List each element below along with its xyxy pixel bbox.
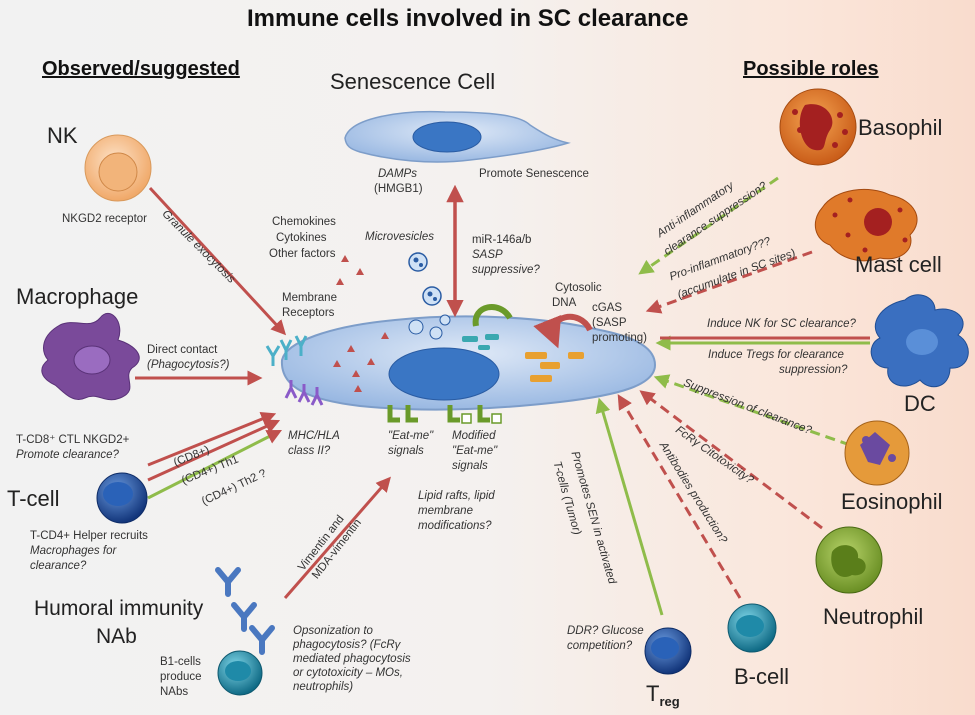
cgas-label-1: cGAS bbox=[592, 302, 623, 314]
mir-label-2: SASP bbox=[472, 249, 503, 261]
ddr-label-2: competition? bbox=[567, 640, 633, 652]
tcd4-label-3: clearance? bbox=[30, 560, 87, 572]
cytosolic-label: Cytosolic bbox=[555, 282, 602, 294]
senescence-cell-label: Senescence Cell bbox=[330, 69, 496, 94]
cgas-curve-icon bbox=[533, 313, 593, 349]
ddr-label-1: DDR? Glucose bbox=[567, 625, 644, 637]
bcell-label: B-cell bbox=[734, 664, 790, 689]
induce-treg-label-1: Induce Tregs for clearance bbox=[708, 349, 844, 361]
th2-arrow bbox=[147, 429, 283, 500]
induce-treg-label-2: suppression? bbox=[779, 364, 848, 376]
header-possible-roles: Possible roles bbox=[743, 58, 879, 80]
lipid-label-2: membrane bbox=[418, 505, 473, 517]
neutrophil-label: Neutrophil bbox=[823, 604, 924, 629]
basophil-icon bbox=[779, 88, 857, 166]
other-factors-label: Other factors bbox=[269, 248, 336, 260]
macrophage-label: Macrophage bbox=[16, 284, 139, 309]
eosinophil-icon bbox=[844, 420, 910, 486]
mastcell-arrow bbox=[645, 250, 813, 314]
membrane-label-1: Membrane bbox=[282, 292, 337, 304]
nk-cell-icon bbox=[84, 134, 152, 202]
eosinophil-label: Eosinophil bbox=[841, 489, 943, 514]
damps-label-1: DAMPs bbox=[378, 168, 417, 180]
opsonization-label-2: phagocytosis? (FcRγ bbox=[293, 639, 401, 651]
neutrophil-icon bbox=[815, 526, 883, 594]
damps-label-2: (HMGB1) bbox=[374, 183, 423, 195]
microvesicles-icons bbox=[408, 252, 442, 306]
nkgd2-label: NKGD2 receptor bbox=[62, 213, 148, 225]
b1-cell-icon bbox=[217, 650, 263, 696]
mast-cell-icon bbox=[814, 188, 918, 262]
eatme-label-2: signals bbox=[388, 445, 424, 457]
eatme-label-1: "Eat-me" bbox=[388, 430, 434, 442]
humoral-label: Humoral immunity bbox=[34, 597, 204, 620]
dc-label: DC bbox=[904, 391, 936, 416]
mir-label-3: suppressive? bbox=[472, 264, 540, 276]
cgas-label-2: (SASP bbox=[592, 317, 627, 329]
b1-label-3: NAbs bbox=[160, 686, 189, 698]
tcd8-label-2: Promote clearance? bbox=[16, 449, 119, 461]
eat-me-signals bbox=[387, 405, 502, 424]
dc-icon bbox=[870, 294, 969, 388]
sasp-curve-icon bbox=[472, 304, 513, 327]
cd8-arrow bbox=[147, 411, 277, 467]
lipid-label-3: modifications? bbox=[418, 520, 492, 532]
modified-label-1: Modified bbox=[452, 430, 496, 442]
treg-icon bbox=[644, 627, 692, 675]
nk-arrow bbox=[148, 186, 287, 336]
dna-label: DNA bbox=[552, 297, 577, 309]
tcd4-label-1: T-CD4+ Helper recruits bbox=[30, 530, 148, 542]
treg-label: Treg bbox=[646, 681, 680, 709]
nab-label: NAb bbox=[96, 625, 137, 648]
tcd4-label-2: Macrophages for bbox=[30, 545, 117, 557]
senescent-cell-main bbox=[280, 255, 657, 411]
humoral-arrow bbox=[283, 476, 391, 599]
tcell-icon bbox=[96, 472, 148, 524]
mir-label-1: miR-146a/b bbox=[472, 234, 532, 246]
lipid-label-1: Lipid rafts, lipid bbox=[418, 490, 495, 502]
opsonization-label-1: Opsonization to bbox=[293, 625, 373, 637]
bcell-icon bbox=[727, 603, 777, 653]
antibody-icons bbox=[215, 567, 275, 655]
eosinophil-arrow bbox=[653, 374, 851, 447]
promote-senescence-label: Promote Senescence bbox=[479, 168, 589, 180]
treg-label-main: T bbox=[646, 681, 660, 706]
cgas-label-3: promoting) bbox=[592, 332, 647, 344]
direct-contact-label: Direct contact bbox=[147, 344, 218, 356]
header-observed: Observed/suggested bbox=[42, 58, 240, 80]
basophil-label: Basophil bbox=[858, 115, 943, 140]
bcell-arrow bbox=[617, 394, 742, 599]
membrane-label-2: Receptors bbox=[282, 307, 335, 319]
mhc-label-1: MHC/HLA bbox=[288, 430, 340, 442]
opsonization-label-4: or cytotoxicity – MOs, bbox=[293, 667, 403, 679]
senescence-cell-top bbox=[344, 110, 571, 163]
microvesicles-label: Microvesicles bbox=[365, 231, 435, 243]
tcd8-label-1: T-CD8⁺ CTL NKGD2+ bbox=[16, 434, 130, 446]
modified-label-3: signals bbox=[452, 460, 488, 472]
b1-label-2: produce bbox=[160, 671, 202, 683]
chemokines-label: Chemokines bbox=[272, 216, 336, 228]
tcell-label: T-cell bbox=[7, 486, 60, 511]
opsonization-label-5: neutrophils) bbox=[293, 681, 354, 693]
membrane-receptors bbox=[265, 335, 324, 406]
basophil-arrow bbox=[638, 176, 779, 275]
treg-label-sub: reg bbox=[659, 694, 680, 709]
neutrophil-arrow bbox=[639, 390, 823, 530]
mastcell-label: Mast cell bbox=[855, 252, 942, 277]
mhc-label-2: class II? bbox=[288, 445, 331, 457]
phagocytosis-label: (Phagocytosis?) bbox=[147, 359, 230, 371]
induce-nk-label: Induce NK for SC clearance? bbox=[707, 318, 856, 330]
opsonization-label-3: mediated phagocytosis bbox=[293, 653, 411, 665]
nk-label: NK bbox=[47, 123, 78, 148]
b1-label-1: B1-cells bbox=[160, 656, 201, 668]
diagram-title: Immune cells involved in SC clearance bbox=[247, 5, 689, 32]
modified-label-2: "Eat-me" bbox=[452, 445, 498, 457]
th1-arrow bbox=[147, 419, 281, 482]
treg-arrow bbox=[595, 397, 664, 616]
cytokines-label: Cytokines bbox=[276, 232, 327, 244]
